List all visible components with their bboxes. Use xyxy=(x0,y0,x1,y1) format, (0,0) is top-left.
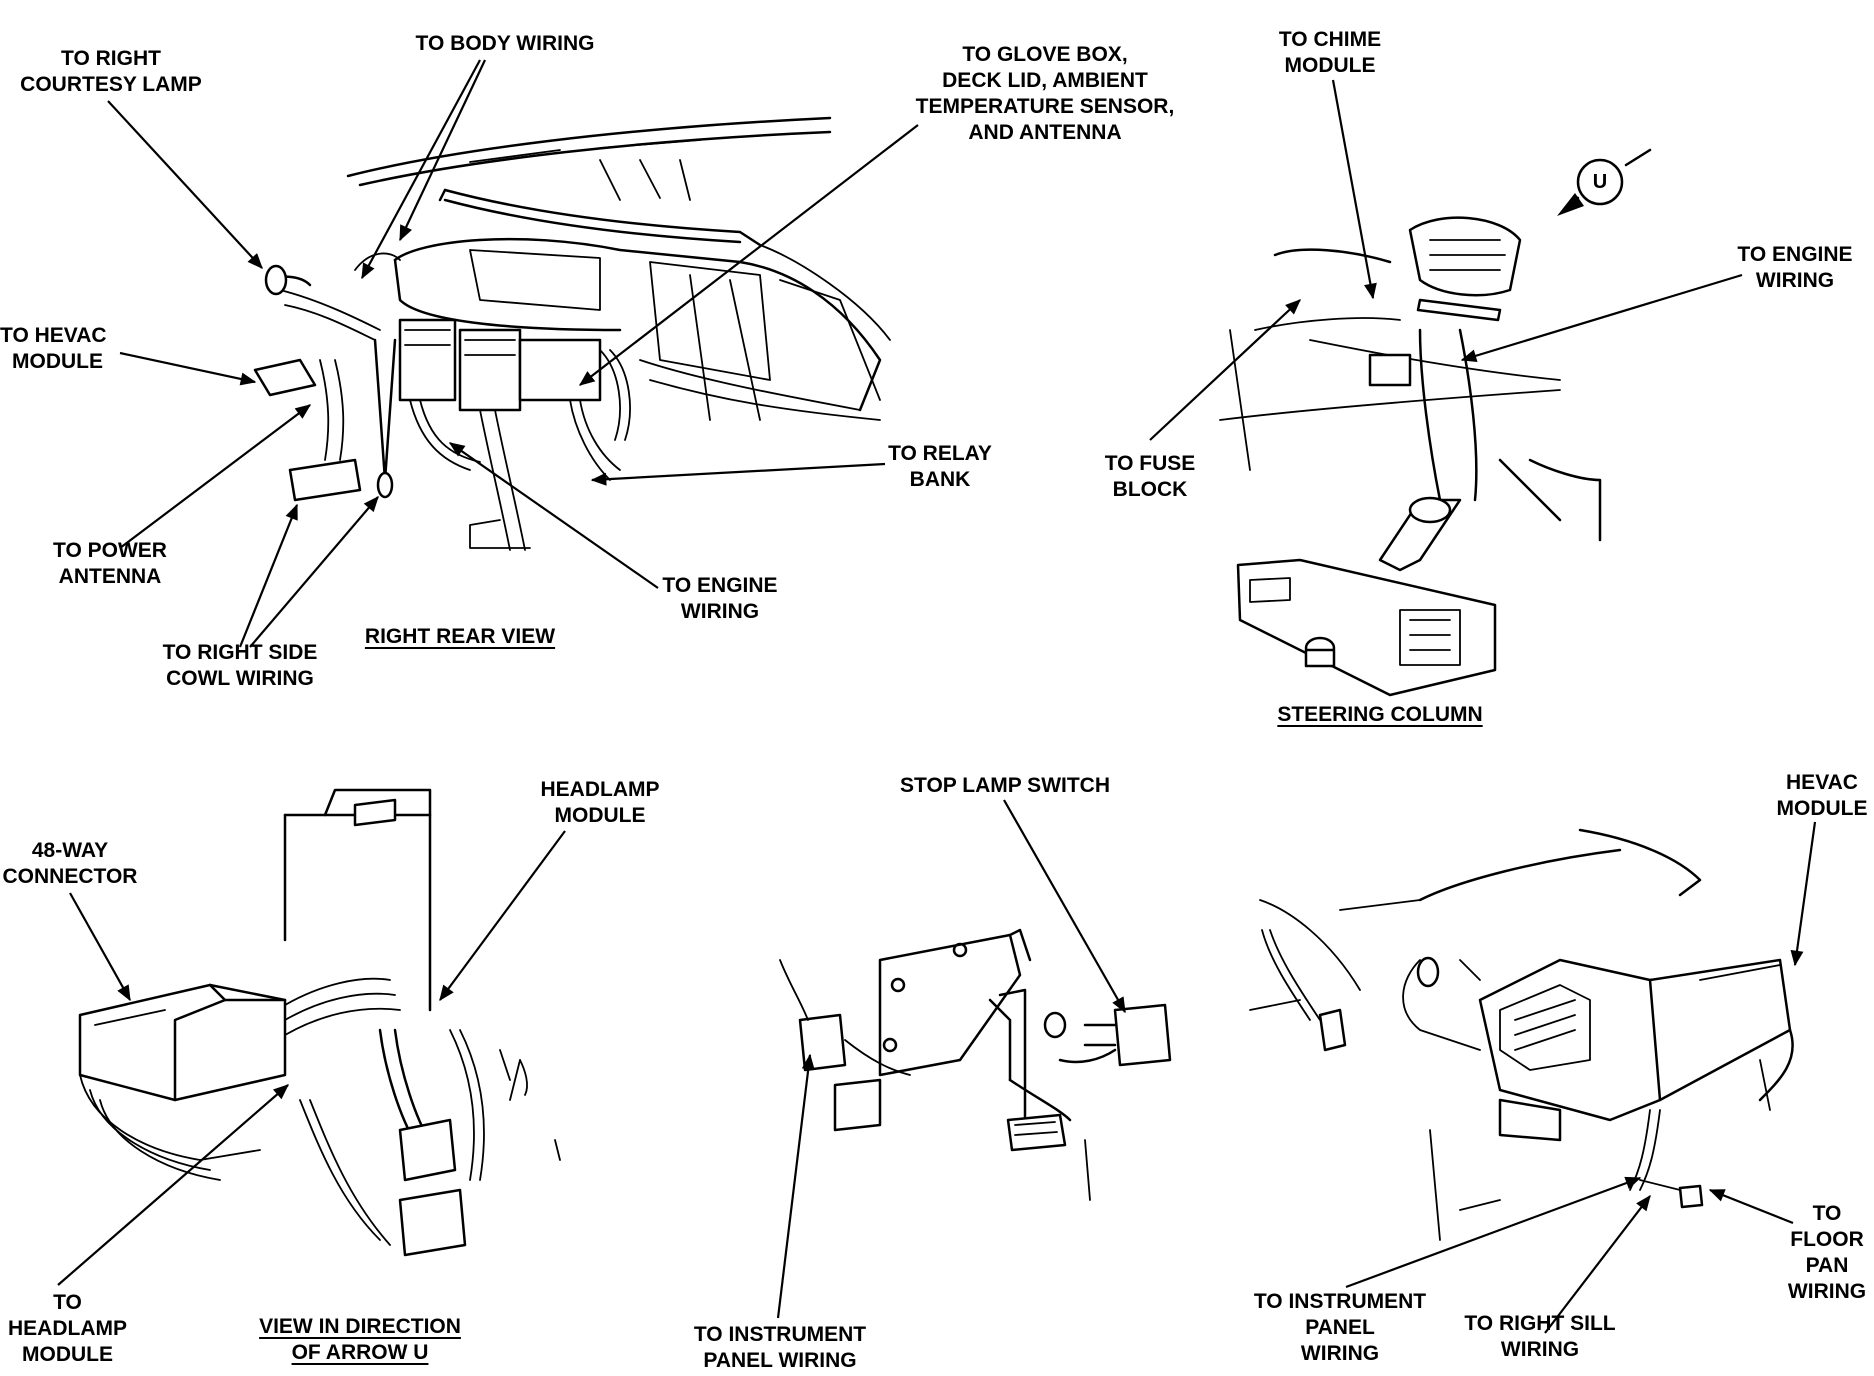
title-view-in-direction-of-arrow-u: VIEW IN DIRECTION OF ARROW U xyxy=(259,1315,461,1364)
label-engine-wiring-rear: TO ENGINE WIRING xyxy=(662,574,778,623)
label-body-wiring: TO BODY WIRING xyxy=(415,32,595,55)
label-48-way-connector: 48-WAY CONNECTOR xyxy=(2,839,138,888)
label-stop-lamp-switch: STOP LAMP SWITCH xyxy=(899,774,1111,797)
label-engine-wiring-steering: TO ENGINE WIRING xyxy=(1737,243,1853,292)
label-right-sill-wiring: TO RIGHT SILL WIRING xyxy=(1464,1312,1616,1361)
label-relay-bank: TO RELAY BANK xyxy=(888,442,992,491)
label-instrument-panel-wiring-stop: TO INSTRUMENT PANEL WIRING xyxy=(693,1323,867,1372)
arrow-u-view-drawing xyxy=(78,788,561,1257)
label-power-antenna: TO POWER ANTENNA xyxy=(53,539,167,588)
label-headlamp-module: HEADLAMP MODULE xyxy=(540,778,660,827)
label-hevac-module-rear: TO HEVAC MODULE xyxy=(0,324,107,373)
label-instrument-panel-wiring-hevac: TO INSTRUMENT PANEL WIRING xyxy=(1253,1290,1427,1365)
steering-column-drawing xyxy=(1219,148,1652,697)
label-right-courtesy-lamp: TO RIGHT COURTESY LAMP xyxy=(20,47,202,96)
arrow-u-letter: U xyxy=(1592,171,1608,193)
label-hevac-module: HEVAC MODULE xyxy=(1776,771,1868,820)
hevac-view-drawing xyxy=(1249,828,1794,1241)
label-to-headlamp-module: TO HEADLAMP MODULE xyxy=(8,1291,127,1366)
leader-lines xyxy=(57,59,1817,1334)
stop-lamp-view-drawing xyxy=(779,928,1172,1201)
right-rear-view-drawing xyxy=(253,116,891,551)
label-glove-box: TO GLOVE BOX, DECK LID, AMBIENT TEMPERAT… xyxy=(915,43,1175,144)
label-chime-module: TO CHIME MODULE xyxy=(1278,28,1382,77)
label-floor-pan-wiring: TO FLOOR PAN WIRING xyxy=(1787,1202,1867,1303)
title-right-rear-view: RIGHT REAR VIEW xyxy=(364,625,556,648)
label-fuse-block: TO FUSE BLOCK xyxy=(1104,452,1196,501)
title-steering-column: STEERING COLUMN xyxy=(1277,703,1483,726)
label-right-side-cowl-wiring: TO RIGHT SIDE COWL WIRING xyxy=(162,641,318,690)
